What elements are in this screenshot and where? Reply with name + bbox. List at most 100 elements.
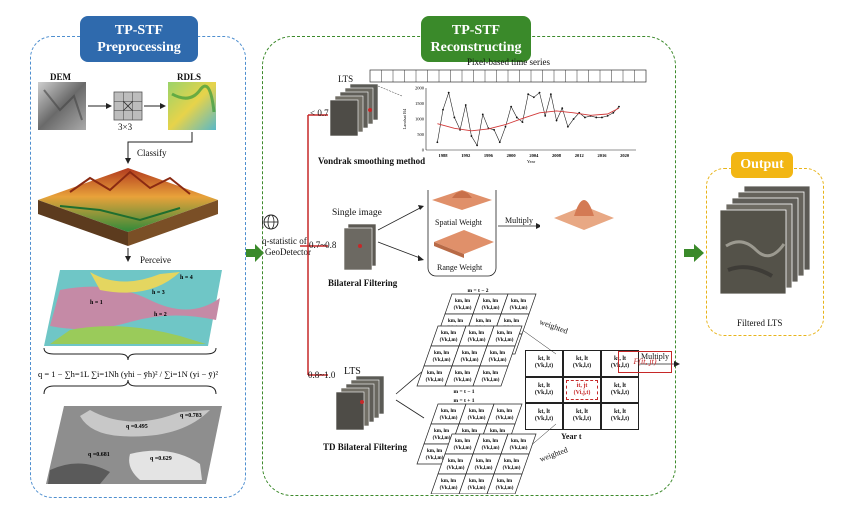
kernel-label: 3×3: [118, 122, 133, 132]
grid-cell: [486, 473, 523, 494]
geodetector-line2: GeoDetector: [265, 247, 311, 257]
globe-icon: [262, 214, 279, 230]
x-tick-label: 2012: [575, 153, 585, 158]
grid-cell-value: (Vk,l,m): [454, 446, 472, 451]
lts-stack-2: [336, 376, 385, 431]
grid-cell-label: km, lm: [504, 319, 520, 324]
grid-cell-label: km, lm: [448, 459, 464, 464]
q-value-4: q =0.629: [150, 456, 172, 462]
year-cell-line2: (Vi,j,t): [573, 389, 591, 396]
grid-cell-label: km, lm: [427, 449, 443, 454]
grid-cell-label: km, lm: [511, 299, 527, 304]
map-label-h3: h = 3: [152, 290, 165, 296]
range-weight-surface: [434, 230, 494, 258]
year-cell: kt, lt(Vk,l,t): [601, 403, 639, 430]
dem-label: DEM: [50, 72, 71, 82]
grid-cell-value: (Vk,l,m): [440, 338, 458, 343]
year-cell-line1: kt, lt: [614, 356, 626, 362]
grid-cell: [472, 365, 509, 387]
lts-stack: [330, 83, 379, 137]
grid-cell-value: (Vk,l,m): [468, 416, 486, 421]
grid-cell-value: (Vk,l,m): [454, 378, 472, 383]
grid-cell-value: (Vk,l,m): [510, 306, 528, 311]
branch-mid-label: 0.7~0.8: [309, 240, 337, 250]
data-point: [436, 141, 439, 144]
grid-cell-label: km, lm: [434, 351, 450, 356]
q-map: [46, 406, 222, 484]
grid-cell-label: km, lm: [511, 439, 527, 444]
grid-cell-value: (Vk,l,m): [454, 306, 472, 311]
data-point: [453, 116, 456, 119]
data-point: [470, 135, 473, 137]
spatial-weight-label: Spatial Weight: [435, 218, 482, 227]
year-cell-line1: kt, lt: [614, 382, 626, 389]
grid-cell-value: (Vk,l,m): [475, 466, 493, 471]
grid-cell-label: km, lm: [497, 409, 513, 414]
preprocessing-title: TP-STF Preprocessing: [80, 16, 198, 62]
preprocessing-title-line1: TP-STF: [114, 23, 164, 38]
grid-offset-label: m = t + 1: [454, 398, 475, 404]
output-title: Output: [731, 152, 793, 178]
map-label-h4: h = 4: [180, 275, 193, 281]
grid-cell: [430, 473, 467, 494]
data-point: [442, 108, 444, 111]
year-cell-line2: (Vk,l,t): [610, 416, 630, 423]
grid-cell-value: (Vk,l,m): [447, 466, 465, 471]
grid-cell-value: (Vk,l,m): [482, 378, 500, 383]
grid-cell-value: (Vk,l,m): [482, 446, 500, 451]
q-formula: q = 1 − ∑h=1L ∑i=1Nh (yhi − ȳh)² / ∑i=1N…: [38, 369, 218, 379]
data-point: [595, 116, 598, 119]
multiply-label: Multiply: [505, 216, 534, 225]
year-cell-line1: kt, lt: [576, 356, 588, 362]
year-cell: kt, lt(Vk,l,t): [563, 350, 601, 377]
year-cell: kt, lt(Vk,l,t): [601, 376, 639, 404]
year-cell-line1: kt, lt: [538, 382, 550, 389]
year-cell-line2: (Vk,l,t): [572, 416, 592, 423]
data-point: [447, 91, 450, 94]
year-t-grid: kt, lt(Vk,l,t)kt, lt(Vk,l,t)kt, lt(Vk,l,…: [525, 350, 639, 430]
preprocessing-title-line2: Preprocessing: [97, 40, 181, 55]
x-tick-label: 2020: [620, 153, 630, 158]
grid-cell-label: km, lm: [469, 409, 485, 414]
bilateral-kernel-surface: [554, 200, 614, 230]
data-point: [572, 118, 575, 120]
grid-cell-value: (Vk,l,m): [433, 358, 451, 363]
grid-cell-value: (Vk,l,m): [503, 466, 521, 471]
grid-cell-value: (Vk,l,m): [426, 378, 444, 383]
grid-cell-label: km, lm: [476, 459, 492, 464]
single-image-label: Single image: [332, 208, 382, 218]
x-tick-label: 2004: [529, 153, 539, 158]
grid-cell-label: km, lm: [483, 439, 499, 444]
grid-cell-label: km, lm: [434, 429, 450, 434]
q-value-3: q =0.681: [88, 452, 110, 458]
data-point: [515, 116, 518, 119]
lts-label-2: LTS: [344, 366, 361, 377]
grid-cell-value: (Vk,l,m): [433, 436, 451, 441]
weights-box: [427, 190, 497, 277]
grid-cell-value: (Vk,l,m): [440, 416, 458, 421]
grid-cell-label: km, lm: [462, 429, 478, 434]
grid-cell-label: km, lm: [455, 299, 471, 304]
spatial-weight-surface: [432, 190, 492, 210]
data-point: [584, 116, 586, 119]
year-cell: kt, lt(Vk,l,t): [525, 350, 563, 377]
data-point: [555, 119, 558, 122]
grid-cell-value: (Vk,l,m): [489, 358, 507, 363]
arrow-right-icon-2: [684, 244, 704, 262]
grid-cell-value: (Vk,l,m): [496, 416, 514, 421]
data-point: [618, 105, 620, 108]
grid-cell-label: km, lm: [469, 331, 485, 336]
q-value-1: q =0.783: [180, 413, 202, 419]
year-cell-line2: (Vk,l,t): [534, 389, 554, 396]
arrow-right-icon: [246, 244, 264, 262]
year-t-label: Year t: [561, 432, 582, 441]
pixel-series-label: Pixel-based time series: [467, 57, 550, 67]
data-point: [464, 104, 467, 106]
y-tick-label: 2000: [415, 86, 425, 91]
data-point: [476, 144, 478, 147]
x-tick-label: 2016: [597, 153, 607, 158]
result-box: F(it, jt): [618, 351, 672, 373]
grid-cell-value: (Vk,l,m): [496, 338, 514, 343]
map-label-h1: h = 1: [90, 300, 103, 306]
grid-cell-label: km, lm: [483, 371, 499, 376]
